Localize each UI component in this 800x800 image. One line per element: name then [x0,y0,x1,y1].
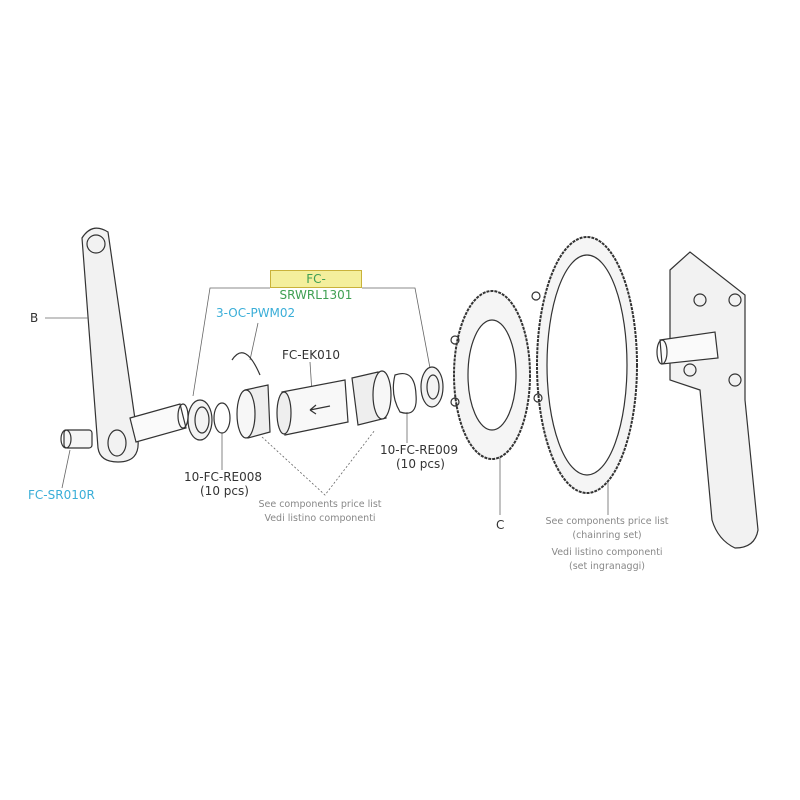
ring-note-line2: (chainring set) [572,530,642,541]
bb-note-line1: See components price list [258,499,382,510]
label-re009-qty: (10 pcs) [396,457,445,471]
part-link-3-oc-pwm02[interactable]: 3-OC-PWM02 [216,306,296,320]
left-cup[interactable] [236,384,271,439]
ring-note-line4: (set ingranaggi) [569,561,645,572]
wave-washer-re009[interactable] [392,373,417,414]
ring-note-line3: Vedi listino componenti [551,547,663,558]
label-b: B [30,311,39,325]
big-chainring[interactable] [531,236,638,494]
bb-note-line2: Vedi listino componenti [264,513,376,524]
left-bearing[interactable] [187,399,213,441]
small-chainring[interactable] [450,290,531,460]
bb-note: See components price list Vedi listino c… [245,498,395,526]
right-cup[interactable] [351,370,392,426]
label-c: C [496,518,505,532]
crank-bolt[interactable] [60,429,93,449]
part-link-fc-sr010r[interactable]: FC-SR010R [28,488,95,502]
ring-note-line1: See components price list [545,516,669,527]
left-crank-arm[interactable] [81,227,189,463]
label-fc-ek010: FC-EK010 [282,348,340,362]
part-link-fc-srwrl1301[interactable]: FC-SRWRL1301 [270,270,362,302]
label-re008-qty: (10 pcs) [200,484,249,498]
chainring-note: See components price list (chainring set… [532,515,682,574]
label-10-fc-re009: 10-FC-RE009 [380,443,459,457]
clip-pwm02[interactable] [231,352,261,376]
label-10-fc-re008: 10-FC-RE008 [184,470,263,484]
right-bearing[interactable] [420,366,444,408]
wave-washer-re008[interactable] [213,402,231,434]
right-crank-arm[interactable] [656,251,759,549]
bb-tube-ek010[interactable] [276,379,349,436]
